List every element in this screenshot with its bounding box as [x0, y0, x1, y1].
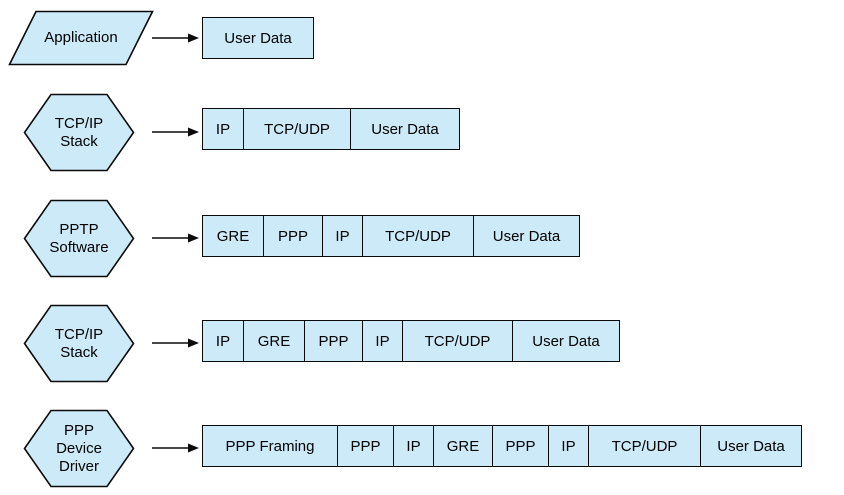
packet-cell[interactable]: User Data: [701, 426, 801, 466]
packet-cell[interactable]: TCP/UDP: [363, 216, 474, 256]
packet-cell[interactable]: User Data: [351, 109, 459, 149]
packet-cell[interactable]: PPP: [264, 216, 323, 256]
arrow-right-icon-pptp-software: [152, 231, 200, 245]
packet-cell[interactable]: IP: [203, 109, 244, 149]
stage-shape-tcp-ip-stack-2[interactable]: TCP/IP Stack: [23, 304, 135, 383]
arrow-right-icon-application: [152, 31, 200, 45]
hexagon-shape-icon: [23, 409, 135, 488]
packet-cell[interactable]: User Data: [203, 18, 313, 58]
stage-shape-ppp-device-driver[interactable]: PPP Device Driver: [23, 409, 135, 488]
packet-bar-ppp-device-driver: PPP Framing PPP IP GRE PPP IP TCP/UDP Us…: [202, 425, 802, 467]
packet-cell[interactable]: PPP: [493, 426, 549, 466]
packet-cell[interactable]: User Data: [513, 321, 619, 361]
stage-shape-application[interactable]: Application: [8, 10, 154, 66]
packet-cell[interactable]: IP: [549, 426, 589, 466]
packet-cell[interactable]: PPP: [338, 426, 394, 466]
hexagon-shape-icon: [23, 304, 135, 383]
packet-bar-tcp-ip-stack-2: IP GRE PPP IP TCP/UDP User Data: [202, 320, 620, 362]
packet-cell[interactable]: TCP/UDP: [244, 109, 351, 149]
packet-cell[interactable]: IP: [323, 216, 363, 256]
diagram-row-tcp-ip-stack-2: TCP/IP Stack IP GRE PPP IP TCP/UDP User …: [0, 304, 844, 406]
parallelogram-shape-icon: [8, 10, 154, 66]
packet-cell[interactable]: IP: [363, 321, 403, 361]
packet-cell[interactable]: TCP/UDP: [589, 426, 701, 466]
diagram-row-application: Application User Data: [0, 0, 844, 95]
packet-cell[interactable]: IP: [394, 426, 434, 466]
packet-cell[interactable]: GRE: [434, 426, 493, 466]
stage-label: PPTP Software: [49, 220, 109, 256]
stage-label: TCP/IP Stack: [54, 325, 104, 361]
packet-cell[interactable]: IP: [203, 321, 244, 361]
stage-label: Application: [44, 29, 118, 46]
packet-bar-application: User Data: [202, 17, 314, 59]
packet-bar-tcp-ip-stack-1: IP TCP/UDP User Data: [202, 108, 460, 150]
packet-cell[interactable]: PPP: [305, 321, 363, 361]
stage-label: PPP Device Driver: [56, 421, 102, 475]
arrow-right-icon-tcp-ip-stack-2: [152, 336, 200, 350]
arrow-right-icon-tcp-ip-stack-1: [152, 125, 200, 139]
diagram-row-ppp-device-driver: PPP Device Driver PPP Framing PPP IP GRE…: [0, 409, 844, 495]
stage-shape-tcp-ip-stack-1[interactable]: TCP/IP Stack: [23, 93, 135, 172]
stage-label: TCP/IP Stack: [54, 114, 104, 150]
stage-shape-pptp-software[interactable]: PPTP Software: [23, 199, 135, 278]
diagram-row-pptp-software: PPTP Software GRE PPP IP TCP/UDP User Da…: [0, 199, 844, 301]
hexagon-shape-icon: [23, 93, 135, 172]
diagram-row-tcp-ip-stack-1: TCP/IP Stack IP TCP/UDP User Data: [0, 93, 844, 195]
arrow-right-icon-ppp-device-driver: [152, 441, 200, 455]
packet-cell[interactable]: PPP Framing: [203, 426, 338, 466]
packet-cell[interactable]: GRE: [203, 216, 264, 256]
hexagon-shape-icon: [23, 199, 135, 278]
packet-bar-pptp-software: GRE PPP IP TCP/UDP User Data: [202, 215, 580, 257]
packet-cell[interactable]: GRE: [244, 321, 305, 361]
packet-cell[interactable]: TCP/UDP: [403, 321, 513, 361]
packet-cell[interactable]: User Data: [474, 216, 579, 256]
